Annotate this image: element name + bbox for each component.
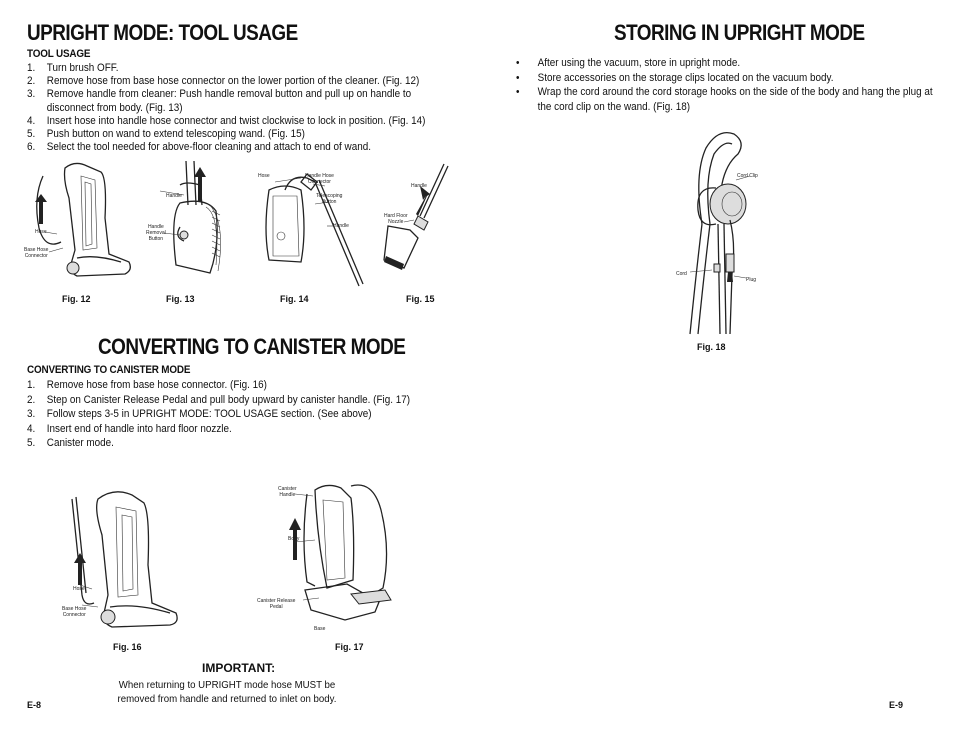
fig18-caption: Fig. 18 xyxy=(697,342,726,352)
fig17-body-label: Body xyxy=(288,536,300,542)
fig18-plug-label: Plug xyxy=(746,277,757,283)
fig14-caption: Fig. 14 xyxy=(280,294,309,304)
storing-bullet: Wrap the cord around the cord storage ho… xyxy=(516,85,934,114)
tool-step: 1.Turn brush OFF. xyxy=(27,62,119,74)
important-text: When returning to UPRIGHT mode hose MUST… xyxy=(117,679,337,705)
tool-usage-steps: 1.Turn brush OFF. 2.Remove hose from bas… xyxy=(27,62,509,154)
page-number-left: E-8 xyxy=(27,700,42,710)
fig17-base-label: Base xyxy=(314,626,326,632)
fig17-caption: Fig. 17 xyxy=(335,642,364,652)
fig13-caption: Fig. 13 xyxy=(166,294,195,304)
fig12-caption: Fig. 12 xyxy=(62,294,91,304)
fig17-canister-release-pedal-label: Canister Release Pedal xyxy=(257,598,296,610)
canister-step: 5.Canister mode. xyxy=(27,437,114,449)
fig14-illustration xyxy=(265,173,364,287)
canister-step: 1.Remove hose from base hose connector. … xyxy=(27,379,267,391)
tool-step: 5.Push button on wand to extend telescop… xyxy=(27,128,305,141)
storing-bullet: After using the vacuum, store in upright… xyxy=(516,56,934,71)
storing-upright-title: STORING IN UPRIGHT MODE xyxy=(614,20,865,45)
tool-step: 6.Select the tool needed for above-floor… xyxy=(27,141,371,154)
tool-usage-heading: TOOL USAGE xyxy=(27,48,91,60)
fig16-base-hose-connector-label: Base Hose Connector xyxy=(62,606,87,618)
tool-step: 2.Remove hose from base hose connector o… xyxy=(27,75,420,88)
fig14-handle-hose-connector-label: Handle Hose Connector xyxy=(305,173,334,185)
fig17-illustration xyxy=(289,484,392,621)
fig12-hose-label: Hose xyxy=(35,229,47,235)
fig16-hose-label: Hose xyxy=(73,586,85,592)
tool-step: 3.Remove handle from cleaner: Push handl… xyxy=(27,88,412,114)
fig15-illustration xyxy=(383,163,449,270)
canister-steps: 1.Remove hose from base hose connector. … xyxy=(27,378,509,451)
fig15-handle-label: Handle xyxy=(411,183,427,189)
fig13-handle-removal-button-label: Handle Removal Button xyxy=(146,224,166,242)
canister-step: 3.Follow steps 3-5 in UPRIGHT MODE: TOOL… xyxy=(27,408,372,420)
fig14-telescoping-button-label: Telescoping Button xyxy=(316,193,343,205)
important-title: IMPORTANT: xyxy=(202,661,276,675)
fig18-illustration xyxy=(689,131,751,335)
fig18-cord-clip-label: Cord Clip xyxy=(737,173,758,179)
fig14-hose-label: Hose xyxy=(258,173,270,179)
fig13-illustration xyxy=(159,160,221,274)
fig15-caption: Fig. 15 xyxy=(406,294,435,304)
canister-step: 4.Insert end of handle into hard floor n… xyxy=(27,422,232,435)
canister-step: 2.Step on Canister Release Pedal and pul… xyxy=(27,393,411,406)
fig14-handle-label: Handle xyxy=(333,223,349,229)
fig13-handle-label: Handle xyxy=(166,193,182,199)
upright-tool-usage-title: UPRIGHT MODE: TOOL USAGE xyxy=(27,20,298,45)
page-number-right: E-9 xyxy=(889,700,904,710)
fig15-hard-floor-nozzle-label: Hard Floor Nozzle xyxy=(384,213,408,225)
tool-step: 4.Insert hose into handle hose connector… xyxy=(27,114,426,127)
fig16-caption: Fig. 16 xyxy=(113,642,142,652)
storing-bullet: Store accessories on the storage clips l… xyxy=(516,71,934,86)
fig12-base-hose-connector-label: Base Hose Connector xyxy=(24,247,49,259)
converting-canister-heading: CONVERTING TO CANISTER MODE xyxy=(27,364,191,376)
fig18-cord-label: Cord xyxy=(676,271,687,277)
converting-canister-title: CONVERTING TO CANISTER MODE xyxy=(98,334,406,359)
fig16-illustration xyxy=(71,491,178,628)
storing-bullets: After using the vacuum, store in upright… xyxy=(516,56,954,114)
fig17-canister-handle-label: Canister Handle xyxy=(278,486,297,498)
fig12-illustration xyxy=(35,162,131,277)
